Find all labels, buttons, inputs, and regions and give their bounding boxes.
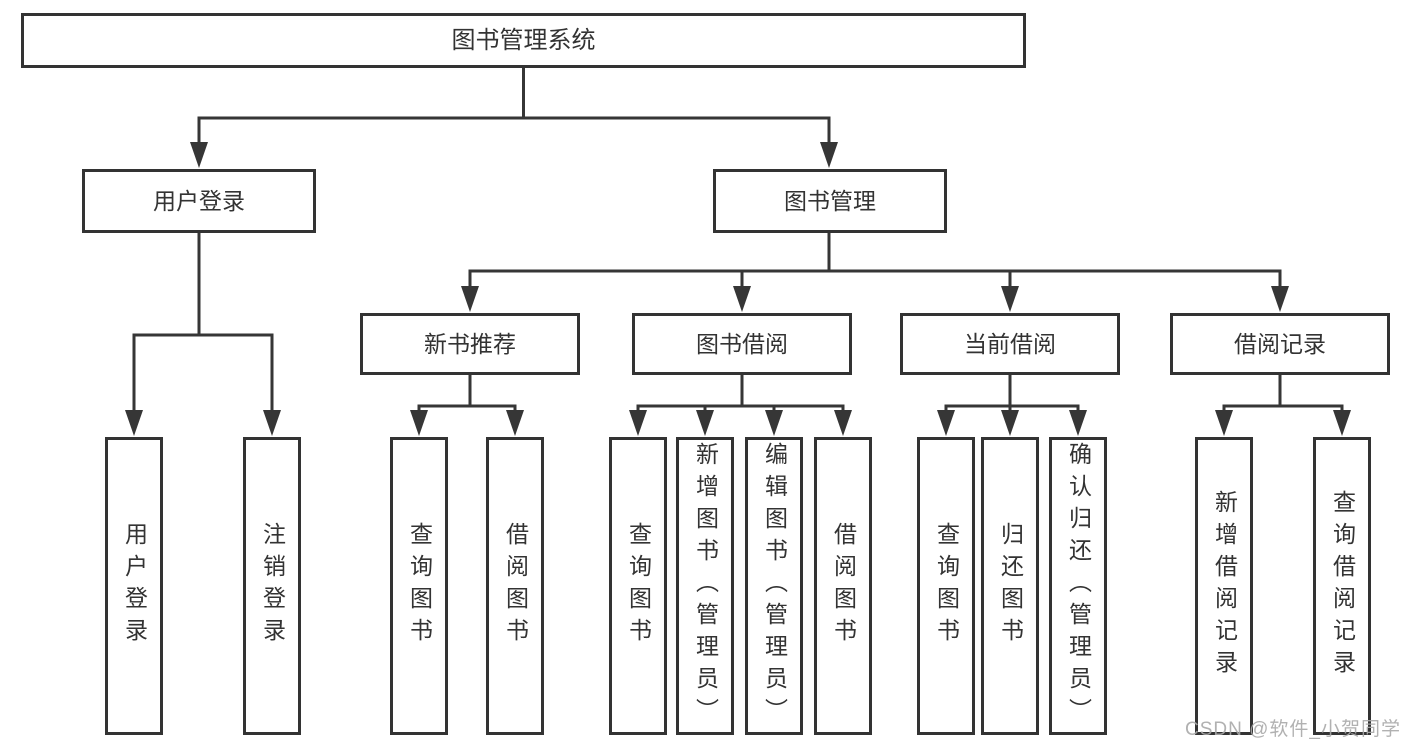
arrowhead-icon bbox=[190, 142, 208, 168]
node-new-book-recommend: 新书推荐 bbox=[360, 313, 580, 375]
edges-current-borrow bbox=[937, 375, 1087, 436]
arrowhead-icon bbox=[1333, 410, 1351, 436]
edges-borrow-records bbox=[1215, 375, 1351, 436]
leaf-logout: 注销登录 bbox=[243, 437, 301, 735]
leaf-borrow-book: 借阅图书 bbox=[486, 437, 544, 735]
node-borrow-records: 借阅记录 bbox=[1170, 313, 1390, 375]
arrowhead-icon bbox=[696, 410, 714, 436]
leaf-borrow-book: 借阅图书 bbox=[814, 437, 872, 735]
edges-root bbox=[190, 68, 838, 168]
node-book-management: 图书管理 bbox=[713, 169, 947, 233]
leaf-add-book-admin: 新增图书（管理员） bbox=[676, 437, 734, 735]
node-book-borrow: 图书借阅 bbox=[632, 313, 852, 375]
arrowhead-icon bbox=[733, 286, 751, 312]
arrowhead-icon bbox=[1215, 410, 1233, 436]
arrowhead-icon bbox=[629, 410, 647, 436]
arrowhead-icon bbox=[1001, 410, 1019, 436]
arrowhead-icon bbox=[506, 410, 524, 436]
arrowhead-icon bbox=[125, 410, 143, 436]
arrowhead-icon bbox=[1001, 286, 1019, 312]
leaf-add-borrow-record: 新增借阅记录 bbox=[1195, 437, 1253, 735]
node-root-system: 图书管理系统 bbox=[21, 13, 1026, 68]
leaf-user-login: 用户登录 bbox=[105, 437, 163, 735]
edges-book-borrow bbox=[629, 375, 852, 436]
csdn-watermark: CSDN @软件_小贺同学 bbox=[1185, 719, 1401, 740]
leaf-query-borrow-record: 查询借阅记录 bbox=[1313, 437, 1371, 735]
arrowhead-icon bbox=[765, 410, 783, 436]
leaf-query-book: 查询图书 bbox=[609, 437, 667, 735]
leaf-edit-book-admin: 编辑图书（管理员） bbox=[745, 437, 803, 735]
arrowhead-icon bbox=[461, 286, 479, 312]
arrowhead-icon bbox=[937, 410, 955, 436]
leaf-query-book: 查询图书 bbox=[917, 437, 975, 735]
arrowhead-icon bbox=[834, 410, 852, 436]
edges-user-login bbox=[125, 233, 281, 436]
leaf-return-book: 归还图书 bbox=[981, 437, 1039, 735]
node-user-login: 用户登录 bbox=[82, 169, 316, 233]
node-current-borrow: 当前借阅 bbox=[900, 313, 1120, 375]
arrowhead-icon bbox=[263, 410, 281, 436]
edges-book-mgmt bbox=[461, 233, 1289, 312]
edges-new-book-rec bbox=[410, 375, 524, 436]
arrowhead-icon bbox=[820, 142, 838, 168]
leaf-query-book: 查询图书 bbox=[390, 437, 448, 735]
arrowhead-icon bbox=[410, 410, 428, 436]
arrowhead-icon bbox=[1069, 410, 1087, 436]
arrowhead-icon bbox=[1271, 286, 1289, 312]
leaf-confirm-return-admin: 确认归还（管理员） bbox=[1049, 437, 1107, 735]
